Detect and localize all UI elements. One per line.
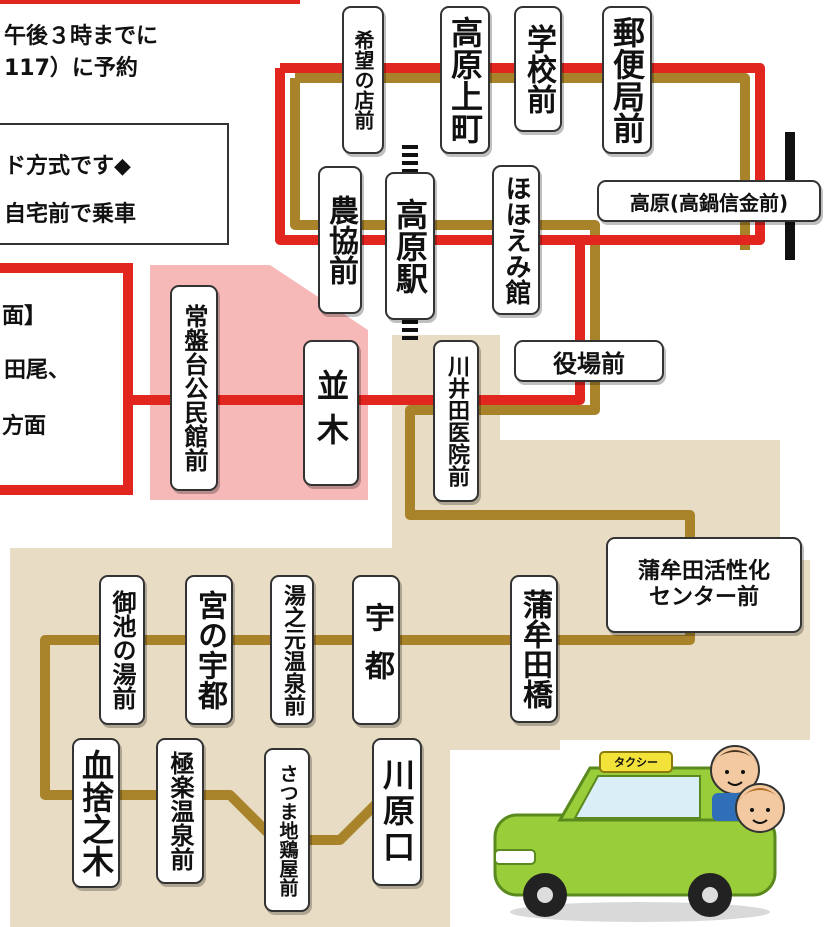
direction-line-2: 方面 [2,414,47,439]
stop-uto[interactable]: 宇都 [352,575,400,725]
red-route-loop [275,63,765,245]
stop-yunomoto-onsen-mae[interactable]: 湯之元温泉前 [270,575,314,725]
stop-tokiwadai-kouminkan-mae[interactable]: 常盤台公民館前 [170,285,218,491]
stop-takahara-kami-machi[interactable]: 高原上町 [440,6,490,154]
stop-yuubinkyoku-mae[interactable]: 郵便局前 [602,6,652,154]
stop-satsuma-jidori-ya-mae[interactable]: さつま地鶏屋前 [264,748,310,912]
stop-hohoemi-kan[interactable]: ほほえみ館 [492,165,540,315]
taxi-sign-text: タクシー [614,756,658,769]
stop-kamimuta-bashi[interactable]: 蒲牟田橋 [510,575,558,723]
stop-gakkou-mae[interactable]: 学校前 [514,6,562,132]
taxi-illustration [493,745,785,922]
stop-yakuba-mae[interactable]: 役場前 [514,340,664,382]
direction-panel-frame [0,263,133,495]
notice-line-2: 117）に予約 [4,56,138,81]
stop-takahara-takanabe-shinkin-mae[interactable]: 高原(高鍋信金前) [597,180,821,222]
stop-namiki[interactable]: 並木 [303,340,359,486]
stop-kawaraguchi[interactable]: 川原口 [372,738,422,886]
notice-box-line-2: 自宅前で乗車 [4,202,137,227]
passenger-child [735,783,785,833]
taxi-roof-sign [599,751,673,773]
tan-service-area [10,335,810,927]
stop-kamimuta-kasseika-center-mae[interactable]: 蒲牟田活性化センター前 [606,537,802,633]
rail-line-station [402,145,418,340]
stop-noukyou-mae[interactable]: 農協前 [318,166,362,314]
taxi-window [573,775,701,819]
direction-line-1: 田尾、 [4,358,71,383]
stop-kawaida-iin-mae[interactable]: 川井田医院前 [433,340,479,502]
stop-takahara-eki[interactable]: 高原駅 [385,172,435,320]
stop-kibou-no-mise-mae[interactable]: 希望の店前 [342,6,384,154]
notice-box-line-1: ド方式です◆ [4,154,131,179]
stop-gokuraku-onsen-mae[interactable]: 極楽温泉前 [156,738,204,884]
stop-miya-no-uto[interactable]: 宮の宇都 [185,575,233,725]
direction-title: 面】 [2,304,47,329]
stop-chisute-no-ki[interactable]: 血捨之木 [72,738,120,888]
gold-route-west [40,78,695,845]
notice-line-1: 午後３時までに [4,24,159,49]
notice-box-frame [0,123,229,245]
stop-mike-no-yu-mae[interactable]: 御池の湯前 [99,575,145,725]
